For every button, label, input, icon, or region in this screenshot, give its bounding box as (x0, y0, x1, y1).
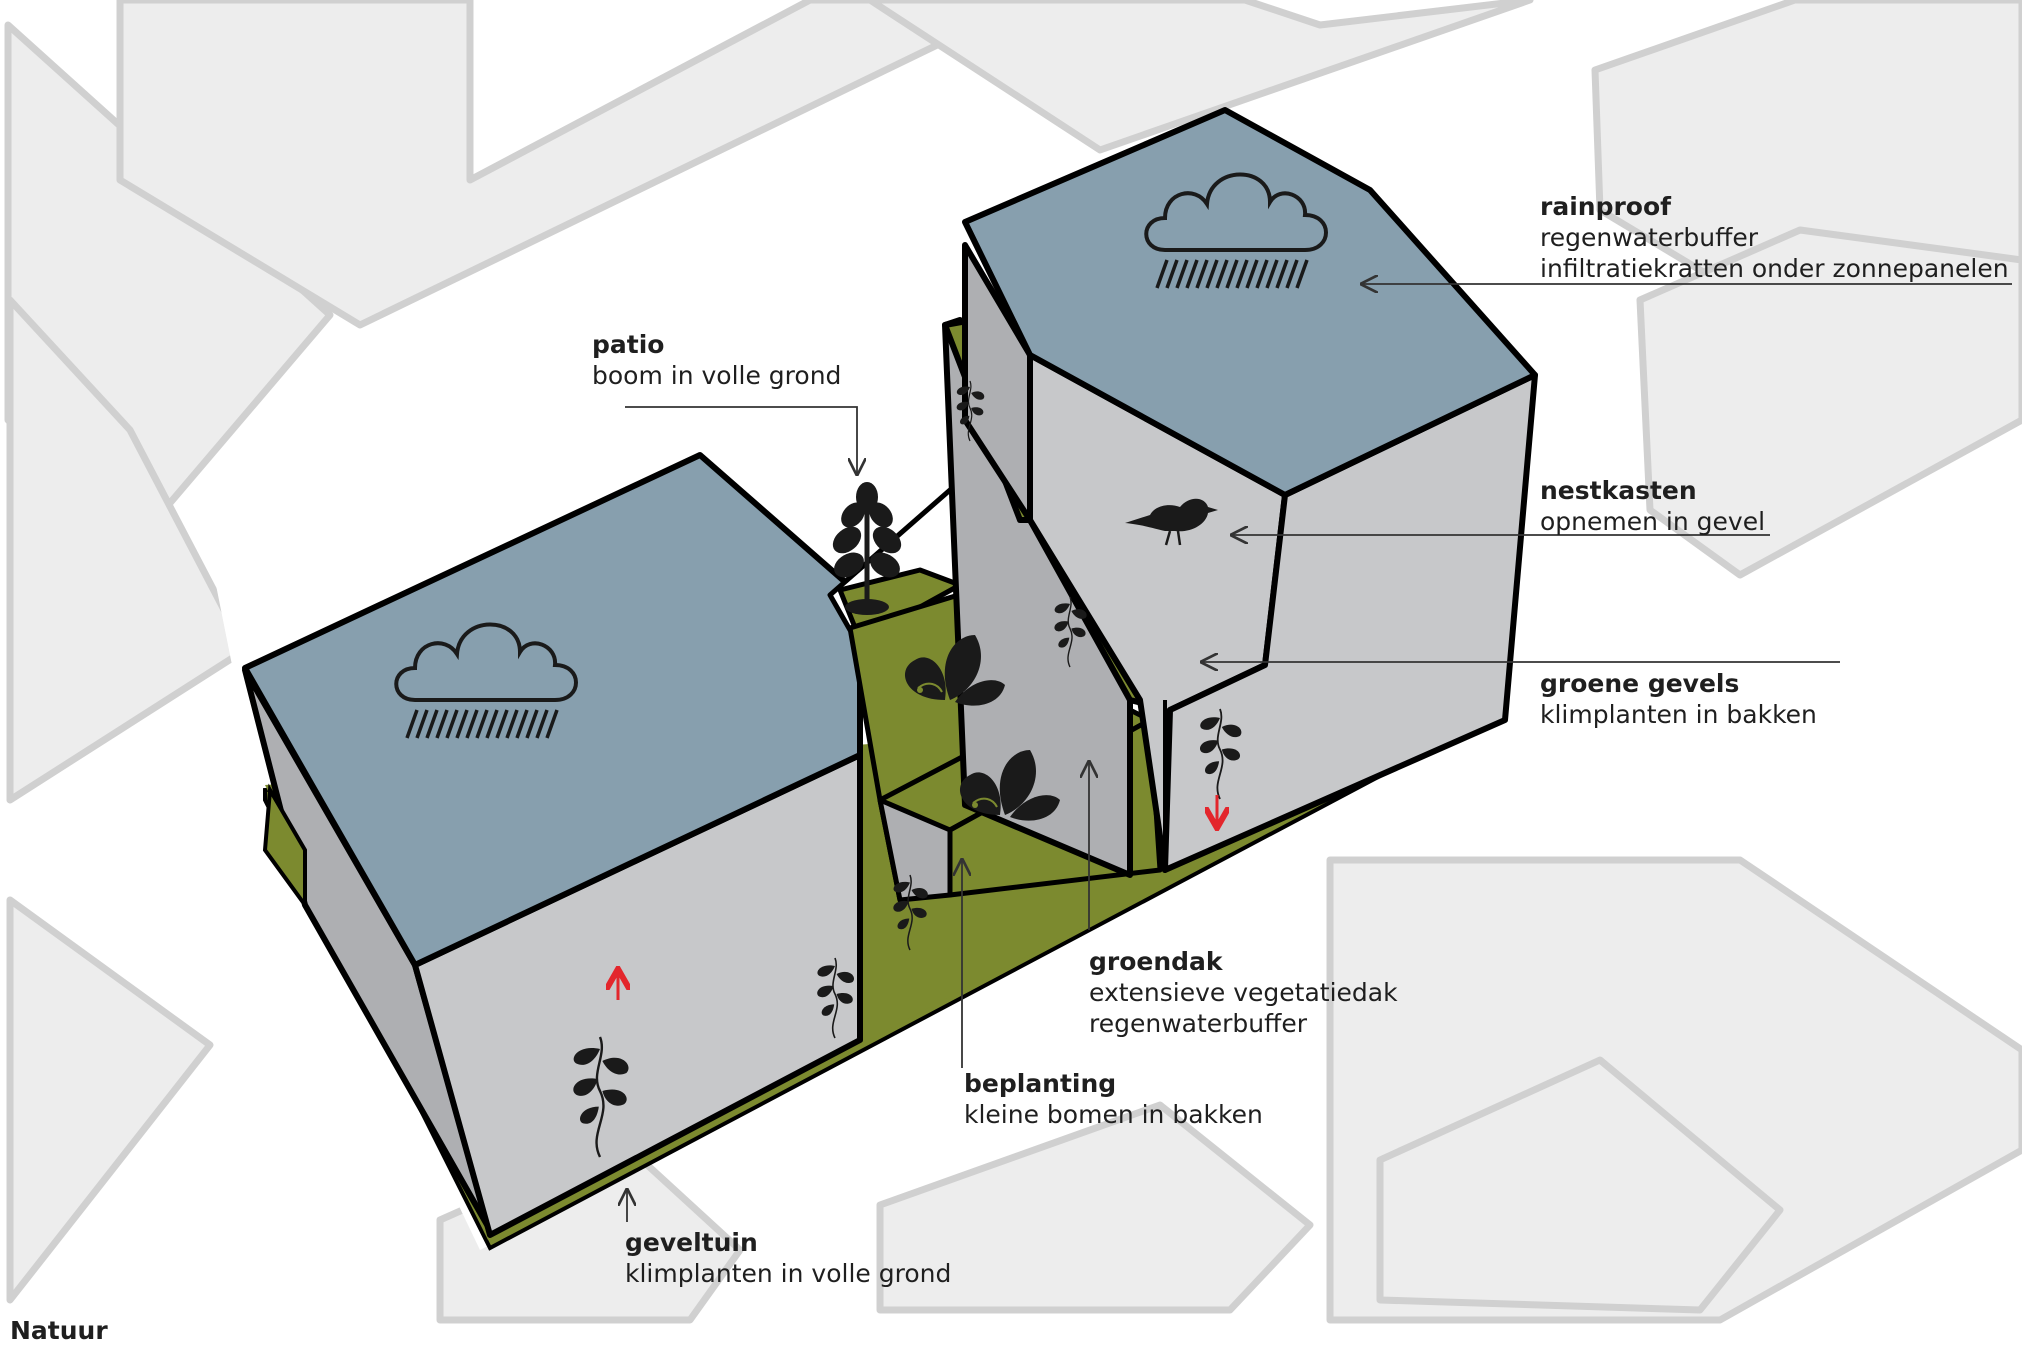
label-title: nestkasten (1540, 476, 1697, 505)
label-rainproof: rainproof regenwaterbuffer infiltratiekr… (1540, 191, 2009, 284)
label-line: kleine bomen in bakken (964, 1100, 1263, 1129)
label-title: rainproof (1540, 192, 1672, 221)
label-line: regenwaterbuffer (1089, 1009, 1308, 1038)
label-title: beplanting (964, 1069, 1117, 1098)
label-line: regenwaterbuffer (1540, 223, 1759, 252)
label-groendak: groendak extensieve vegetatiedak regenwa… (1089, 946, 1398, 1039)
label-geveltuin: geveltuin klimplanten in volle grond (625, 1227, 951, 1289)
label-beplanting: beplanting kleine bomen in bakken (964, 1068, 1263, 1130)
figure-caption: Natuur (10, 1316, 108, 1345)
label-title: groendak (1089, 947, 1223, 976)
label-groene-gevels: groene gevels klimplanten in bakken (1540, 668, 1817, 730)
label-patio: patio boom in volle grond (592, 329, 841, 391)
leader-lines (625, 284, 2012, 1222)
label-line: boom in volle grond (592, 361, 842, 390)
label-title: geveltuin (625, 1228, 758, 1257)
label-title: patio (592, 330, 665, 359)
context-buildings (4, 0, 2022, 1324)
label-line: klimplanten in volle grond (625, 1259, 952, 1288)
label-title: groene gevels (1540, 669, 1740, 698)
label-line: opnemen in gevel (1540, 507, 1766, 536)
right-building (962, 107, 1538, 873)
label-line: klimplanten in bakken (1540, 700, 1817, 729)
label-nestkasten: nestkasten opnemen in gevel (1540, 475, 1765, 537)
label-line: extensieve vegetatiedak (1089, 978, 1398, 1007)
label-line: infiltratiekratten onder zonnepanelen (1540, 254, 2009, 283)
